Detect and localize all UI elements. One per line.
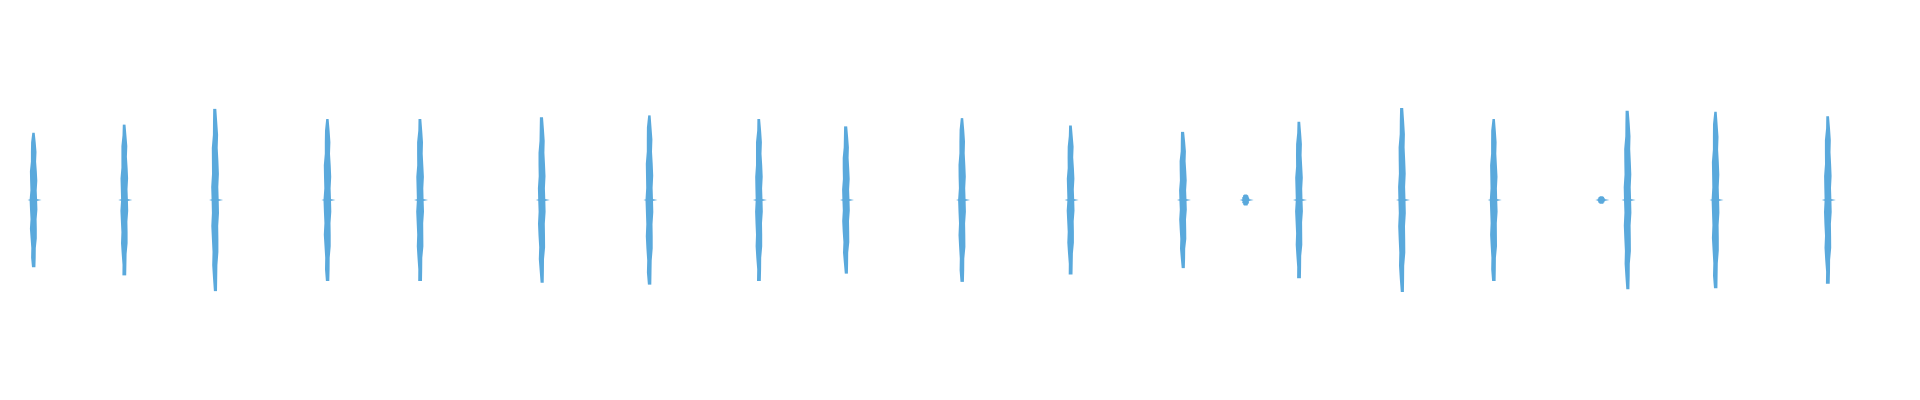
waveform-pulse [535, 117, 550, 283]
waveform-pulse-center [956, 198, 971, 202]
waveform-pulse [27, 132, 42, 268]
waveform-pulse-center [118, 198, 133, 202]
waveform-pulse [1595, 196, 1610, 204]
waveform-pulse-center [1395, 198, 1410, 202]
waveform-pulse-center [321, 198, 336, 202]
waveform-pulse-center [414, 198, 429, 202]
waveform-pulse [1064, 125, 1079, 275]
waveform-pulse [321, 119, 336, 281]
waveform-pulse [209, 108, 224, 292]
waveform-pulse-center [1621, 198, 1636, 202]
waveform-pulse [956, 118, 971, 282]
waveform-pulse-center [839, 198, 854, 202]
waveform-pulse [752, 119, 767, 281]
waveform-pulse-center [752, 198, 767, 202]
waveform-pulse [1176, 131, 1191, 269]
waveform-pulse-center [643, 198, 658, 202]
waveform-pulse-center [1595, 198, 1610, 202]
waveform-pulse [643, 115, 658, 285]
waveform-pulse-center [1176, 198, 1191, 202]
waveform-pulse [1395, 108, 1410, 292]
waveform-pulse-center [1239, 198, 1254, 202]
waveform-pulse-center [1293, 198, 1307, 202]
waveform-pulse-center [535, 198, 550, 202]
waveform-pulse [839, 126, 854, 274]
waveform-pulse [118, 124, 133, 276]
waveform-pulse-center [27, 198, 42, 202]
waveform-pulse-center [1064, 198, 1079, 202]
waveform-pulse [1709, 111, 1724, 289]
waveform-pulse [414, 119, 429, 281]
waveform-pulses [27, 108, 1836, 292]
waveform-pulse [1621, 110, 1636, 290]
waveform-pulse-center [209, 198, 224, 202]
waveform-pulse [1487, 119, 1502, 281]
waveform-pulse-center [1709, 198, 1724, 202]
waveform-pulse [1239, 194, 1254, 206]
waveform-pulse [1821, 116, 1836, 284]
waveform-pulse-center [1821, 198, 1836, 202]
waveform-pulse-center [1487, 198, 1502, 202]
waveform-pulse [1293, 121, 1307, 279]
